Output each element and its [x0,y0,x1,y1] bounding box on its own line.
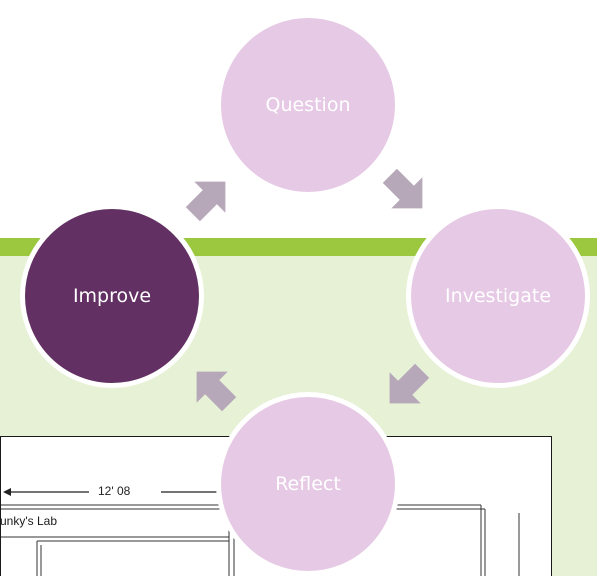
node-label: Investigate [444,285,552,307]
dimension-label: 12' 08 [94,484,135,498]
room-label: unky's Lab [0,514,57,528]
node-label: Reflect [275,473,341,495]
cycle-node-improve: Improve [20,204,204,388]
cycle-node-reflect: Reflect [216,392,400,576]
arrow-improve-to-question [185,181,226,222]
dimension-arrowhead [3,488,11,496]
arrow-question-to-investigate [382,168,423,209]
cycle-node-question: Question [216,13,400,197]
arrow-reflect-to-improve [196,371,237,412]
node-label: Improve [72,285,152,307]
arrow-investigate-to-reflect [389,363,430,404]
node-label: Question [265,94,351,116]
cycle-node-investigate: Investigate [406,204,590,388]
